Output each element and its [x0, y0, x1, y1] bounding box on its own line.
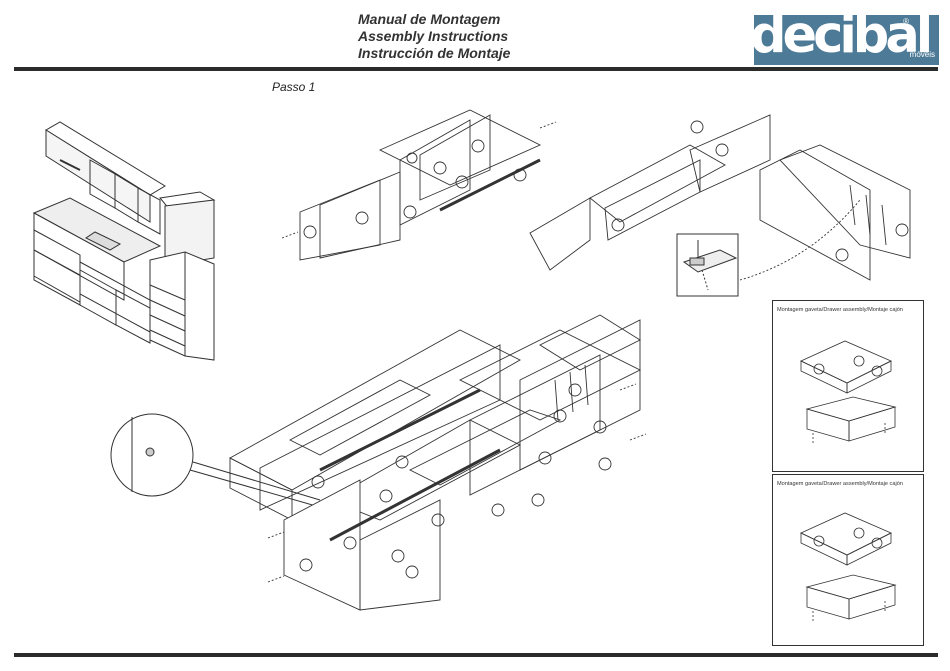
hinge-detail-box [677, 234, 738, 296]
footer-divider [14, 653, 938, 657]
exploded-base-assembly [230, 315, 646, 610]
assembled-kitchen-illustration [34, 122, 214, 360]
drawer-assembly-inset-2: Montagem gaveta/Drawer assembly/Montaje … [772, 474, 924, 646]
drawer-assembly-inset-1: Montagem gaveta/Drawer assembly/Montaje … [772, 300, 924, 472]
exploded-upper-cabinet-left [282, 110, 556, 260]
drawer-assembly-drawing [773, 301, 923, 471]
drawer-assembly-drawing [773, 475, 923, 645]
